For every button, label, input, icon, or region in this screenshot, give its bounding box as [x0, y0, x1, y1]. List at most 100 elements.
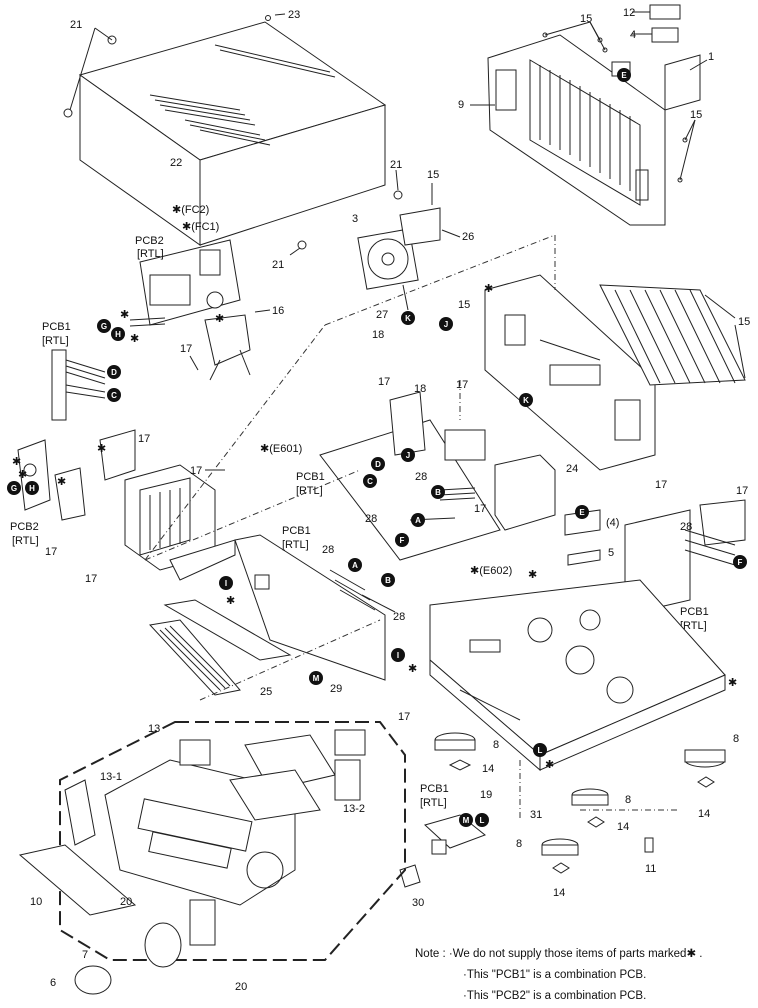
- part-number-26: 26: [462, 231, 474, 243]
- top-cover: [78, 21, 387, 246]
- svg-text:H: H: [29, 484, 35, 493]
- part-number-30: 30: [412, 897, 424, 909]
- part-number-28b: 28: [365, 513, 377, 525]
- part-11-shape: [644, 837, 654, 853]
- star-mark-10: ✱: [728, 677, 737, 689]
- svg-text:D: D: [111, 368, 117, 377]
- label-rtl-pcb2-top: [RTL]: [137, 248, 164, 260]
- marker-F-right: F: [733, 555, 747, 569]
- marker-G-low: G: [7, 481, 21, 495]
- part-number-24: 24: [566, 463, 578, 475]
- marker-M-front: M: [309, 671, 323, 685]
- bottom-door-10: [18, 844, 137, 916]
- part-number-17k: 17: [398, 711, 410, 723]
- svg-text:K: K: [523, 396, 529, 405]
- part-number-29: 29: [330, 683, 342, 695]
- pcb2-small-board: [17, 439, 86, 521]
- power-transformer: [124, 464, 236, 581]
- label-fc1: ✱(FC1): [182, 221, 219, 233]
- part-number-28c: 28: [680, 521, 692, 533]
- part-number-20a: 20: [120, 896, 132, 908]
- right-side-pcb1: [624, 499, 746, 616]
- label-e601: ✱(E601): [260, 443, 302, 455]
- part-number-17i: 17: [655, 479, 667, 491]
- part-number-17b: 17: [138, 433, 150, 445]
- svg-text:C: C: [367, 477, 373, 486]
- svg-text:J: J: [406, 451, 410, 460]
- part-number-14c: 14: [617, 821, 629, 833]
- part-number-13-2: 13-2: [343, 803, 365, 815]
- svg-text:L: L: [480, 816, 485, 825]
- marker-B-mid: B: [431, 485, 445, 499]
- svg-text:D: D: [375, 460, 381, 469]
- part-number-25: 25: [260, 686, 272, 698]
- rear-frame: [487, 4, 701, 226]
- part-number-13: 13: [148, 723, 160, 735]
- part-number-17g: 17: [378, 376, 390, 388]
- part-number-15c: 15: [427, 169, 439, 181]
- part-number-8a: 8: [493, 739, 499, 751]
- marker-C-left: C: [107, 388, 121, 402]
- star-mark-9: ✱: [528, 569, 537, 581]
- part-number-23: 23: [288, 9, 300, 21]
- svg-text:B: B: [435, 488, 441, 497]
- part-number-21b: 21: [390, 159, 402, 171]
- rear-panel: [484, 274, 656, 471]
- part-number-17h: 17: [456, 379, 468, 391]
- star-mark-1: ✱: [120, 309, 129, 321]
- heatsink-24: [494, 454, 556, 531]
- part-number-22: 22: [170, 157, 182, 169]
- svg-text:G: G: [101, 322, 107, 331]
- note-line-1: Note : ·We do not supply those items of …: [415, 948, 703, 960]
- svg-text:I: I: [397, 651, 399, 660]
- right-heatsink: [599, 284, 746, 386]
- svg-text:E: E: [621, 71, 627, 80]
- assembly-guide-lines: [144, 234, 680, 820]
- label-rtl-pcb1-bottom: [RTL]: [420, 797, 447, 809]
- foot-pads: [448, 759, 715, 874]
- marker-I-right: I: [391, 648, 405, 662]
- svg-text:B: B: [385, 576, 391, 585]
- label-pcb1-right: PCB1: [680, 606, 709, 618]
- leader-lines-rear: [470, 11, 708, 181]
- marker-C-mid: C: [363, 474, 377, 488]
- marker-H-top: H: [111, 327, 125, 341]
- star-mark-12: ✱: [226, 595, 235, 607]
- note-line-2: ·This "PCB1" is a combination PCB.: [463, 969, 647, 981]
- svg-text:G: G: [11, 484, 17, 493]
- part-number-17j: 17: [736, 485, 748, 497]
- part-number-14d: 14: [553, 887, 565, 899]
- label-pcb2-top: PCB2: [135, 235, 164, 247]
- part-number-17c: 17: [190, 465, 202, 477]
- part-number-15b: 15: [690, 109, 702, 121]
- svg-text:K: K: [405, 314, 411, 323]
- star-mark-7: ✱: [57, 476, 66, 488]
- cooling-fan: [357, 228, 419, 311]
- side-trim: [64, 779, 96, 846]
- label-four: (4): [606, 517, 619, 529]
- part-number-14a: 14: [482, 763, 494, 775]
- part-number-1: 1: [708, 51, 714, 63]
- marker-L-bottom: L: [475, 813, 489, 827]
- marker-D-left: D: [107, 365, 121, 379]
- part-number-17e: 17: [85, 573, 97, 585]
- svg-text:M: M: [463, 816, 470, 825]
- front-bracket-25: [149, 599, 292, 696]
- star-mark-11: ✱: [545, 759, 554, 771]
- pcb2-bracket: [204, 314, 251, 381]
- fan-bracket: [399, 207, 441, 246]
- part-number-8c: 8: [625, 794, 631, 806]
- svg-text:I: I: [225, 579, 227, 588]
- marker-K-top: K: [401, 311, 415, 325]
- pcb2-power-board: [129, 239, 241, 327]
- star-mark-13: ✱: [408, 663, 417, 675]
- part-number-7: 7: [82, 949, 88, 961]
- marker-E: E: [617, 68, 631, 82]
- front-pcb1: [234, 534, 396, 681]
- label-pcb1-left: PCB1: [42, 321, 71, 333]
- label-fc2: ✱(FC2): [172, 204, 209, 216]
- label-rtl-pcb1-front: [RTL]: [282, 539, 309, 551]
- marker-B-front: B: [381, 573, 395, 587]
- svg-text:M: M: [313, 674, 320, 683]
- note-line-3: ·This "PCB2" is a combination PCB.: [463, 990, 647, 1002]
